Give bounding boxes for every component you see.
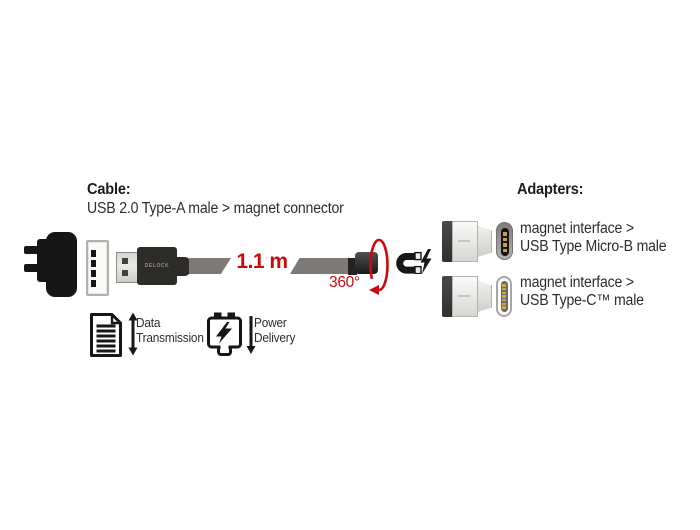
lightning-bolt-icon [420,249,432,274]
adapters-heading-label: Adapters: [517,181,584,198]
micro-b-pin-slot [501,228,509,256]
usb-a-plug-body: DELOCK [137,247,177,285]
magnet-connector-icon [355,252,378,274]
adapter-body [452,276,478,317]
adapter-magnet-stripe [442,221,452,262]
document-transfer-icon [90,312,138,357]
feature-data-text1: Data [136,315,161,330]
port-contact [91,280,96,287]
charger-prong [24,264,40,272]
adapter-2-text1: magnet interface > [520,274,634,291]
cable-description: USB 2.0 Type-A male > magnet connector [87,200,369,218]
shield-hole [122,270,128,276]
adapters-heading: Adapters: [517,181,590,199]
usb-a-female-port-icon [86,240,109,296]
power-delivery-label-line2: Delivery [254,330,299,345]
adapter-1-label-line1: magnet interface > [520,220,645,238]
cable-segment [290,258,350,274]
adapter-1-text2: USB Type Micro-B male [520,238,667,255]
adapter-body [452,221,478,262]
usb-c-plug-icon [496,276,512,317]
adapter-magnet-stripe [442,276,452,317]
feature-data-text2: Transmission [136,330,204,345]
connector-brand-label: DELOCK [144,263,170,269]
rotation-degrees-label: 360° [329,274,360,291]
usb-micro-b-plug-icon [496,222,513,260]
adapter-2-label-line1: magnet interface > [520,274,645,292]
usb-a-plug-neck [177,257,190,276]
rotation-360-arrow-icon [369,238,389,295]
usb-c-pin-slot [500,281,508,312]
shield-hole [122,258,128,264]
adapter-plug-side [477,226,492,257]
cable-segment [189,258,231,274]
cable-description-label: USB 2.0 Type-A male > magnet connector [87,200,344,217]
adapter-plug-side [477,281,492,312]
adapter-2-text2: USB Type-C™ male [520,292,644,309]
port-contact [91,270,96,277]
usb-a-metal-shield [116,252,139,283]
cable-heading: Cable: [87,181,135,199]
battery-power-icon [207,312,256,356]
charger-prong [24,246,40,254]
horseshoe-magnet-icon [396,251,422,274]
power-delivery-label-line1: Power [254,315,290,330]
adapter-1-text1: magnet interface > [520,220,634,237]
charger-body [46,232,77,297]
port-contact [91,260,96,267]
magnet-connector-neck [348,258,357,275]
port-contact [91,250,96,257]
feature-power-text1: Power [254,315,287,330]
cable-heading-label: Cable: [87,181,131,198]
feature-power-text2: Delivery [254,330,296,345]
data-transmission-label-line2: Transmission [136,330,210,345]
adapter-1-label-line2: USB Type Micro-B male [520,238,681,256]
cable-length-label: 1.1 m [236,250,288,273]
adapter-2-label-line2: USB Type-C™ male [520,292,656,310]
data-transmission-label-line1: Data [136,315,163,330]
